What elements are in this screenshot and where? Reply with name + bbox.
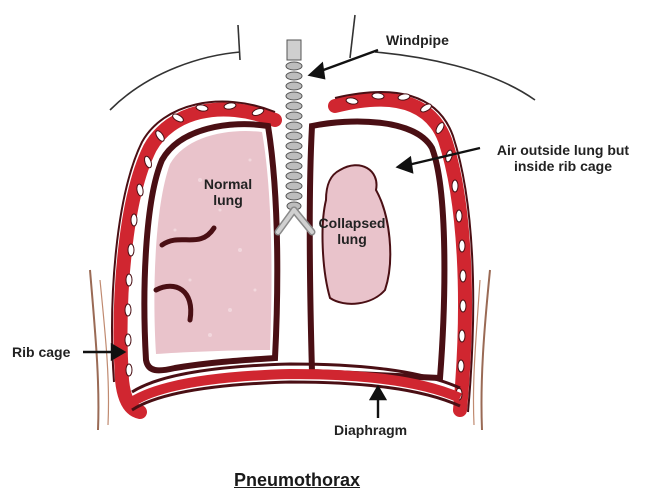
windpipe-arrow: [318, 50, 378, 72]
neck-left-line: [238, 25, 240, 60]
air-outside-label: Air outside lung but inside rib cage: [488, 142, 638, 174]
normal-lung-label: Normal lung: [200, 176, 256, 208]
rib-cage-label: Rib cage: [12, 344, 70, 360]
left-body-line: [90, 270, 98, 430]
diaphragm-label: Diaphragm: [334, 422, 407, 438]
collapsed-lung-label: Collapsed lung: [316, 215, 388, 247]
diagram-title: Pneumothorax: [234, 470, 360, 491]
neck-right-line: [350, 15, 355, 58]
right-body-line: [481, 270, 490, 430]
windpipe-label: Windpipe: [386, 32, 449, 48]
right-body-line-2: [473, 280, 480, 425]
